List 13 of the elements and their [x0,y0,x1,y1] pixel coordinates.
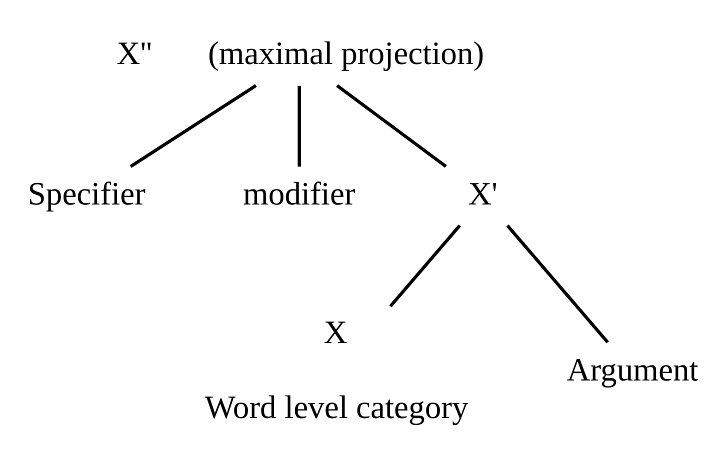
node-text: X' [468,176,498,212]
connector [506,224,609,344]
node-text: modifier [243,176,356,212]
node-text: X'' [116,36,152,72]
node-text: Argument [566,352,698,388]
connector [389,224,461,308]
node-text: Specifier [28,176,146,212]
node-text: X [324,314,348,351]
connector [298,86,301,167]
node-label: Word level category [204,390,468,426]
connector [336,84,447,168]
node-label: (maximal projection) [208,36,484,72]
connector [130,84,257,168]
